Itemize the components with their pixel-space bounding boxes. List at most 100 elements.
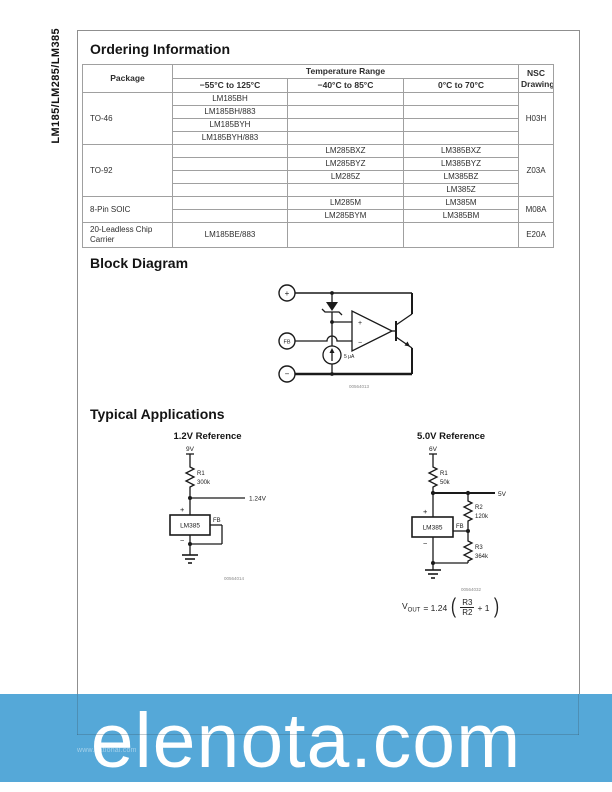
left-paren: ( bbox=[451, 595, 457, 619]
part-cell bbox=[402, 131, 520, 145]
section-title-typical-applications: Typical Applications bbox=[90, 406, 225, 422]
footer-website-text: www.national.com bbox=[77, 747, 137, 754]
part-cell: LM385M bbox=[402, 196, 520, 210]
opamp-plus-input-label: + bbox=[358, 320, 362, 327]
part-cell bbox=[402, 222, 520, 248]
part-cell: LM385BXZ bbox=[402, 144, 520, 158]
resistor-r1-label: R1 bbox=[440, 471, 448, 477]
terminal-fb-label: FB bbox=[283, 340, 290, 346]
resistor-r2-value: 120k bbox=[475, 514, 489, 520]
part-cell bbox=[287, 131, 404, 145]
page-frame-line bbox=[578, 694, 579, 735]
part-cell: LM185BH bbox=[172, 92, 288, 106]
formula-eq: = 1.24 bbox=[423, 602, 448, 613]
figure-code: 00564013 bbox=[349, 384, 370, 389]
minus-terminal-label: − bbox=[180, 536, 185, 545]
part-cell: LM385BYZ bbox=[402, 157, 520, 171]
resistor-r1-value: 50k bbox=[440, 480, 451, 486]
col-header-temperature-range: Temperature Range bbox=[171, 64, 520, 79]
part-cell: LM385Z bbox=[402, 183, 520, 197]
resistor-r1-label: R1 bbox=[197, 471, 205, 477]
output-voltage-label: 5V bbox=[498, 491, 507, 498]
part-cell: LM385BZ bbox=[402, 170, 520, 184]
watermark-text: elenota.com bbox=[90, 698, 522, 784]
figure-code: 00564014 bbox=[224, 576, 245, 581]
resistor-r3-value: 364k bbox=[475, 554, 489, 560]
part-cell bbox=[287, 105, 404, 119]
nsc-cell: E20A bbox=[518, 222, 555, 248]
part-cell: LM185BYH bbox=[172, 118, 288, 132]
terminal-plus-label: + bbox=[285, 289, 290, 298]
supply-voltage-label: 6V bbox=[429, 446, 438, 453]
plus-terminal-label: + bbox=[180, 505, 185, 514]
part-cell bbox=[402, 105, 520, 119]
part-cell bbox=[287, 92, 404, 106]
block-diagram-schematic: + FB − + − 5 μA 00564013 bbox=[278, 284, 413, 389]
output-voltage-label: 1.24V bbox=[249, 496, 267, 503]
part-cell bbox=[402, 118, 520, 132]
reference-1v2-schematic: 9V R1 300k 1.24V + LM385 FB − 00564014 bbox=[169, 446, 267, 581]
reference-5v0-schematic: 6V R1 50k 5V R2 120k + LM385 FB − R3 364… bbox=[411, 446, 507, 592]
ordering-table: Package Temperature Range NSC Drawing −5… bbox=[82, 64, 555, 248]
part-cell bbox=[287, 222, 404, 248]
part-cell bbox=[287, 183, 404, 197]
part-cell: LM185BE/883 bbox=[172, 222, 288, 248]
part-cell: LM285M bbox=[287, 196, 404, 210]
nsc-cell: M08A bbox=[518, 196, 555, 223]
package-cell-soic: 8-Pin SOIC bbox=[82, 196, 173, 223]
app1-title: 1.2V Reference bbox=[173, 431, 242, 442]
chip-label: LM385 bbox=[180, 523, 200, 530]
col-header-nsc-drawing: NSC Drawing bbox=[518, 64, 555, 93]
part-cell bbox=[172, 196, 288, 210]
section-title-ordering-information: Ordering Information bbox=[90, 41, 230, 57]
part-cell: LM285Z bbox=[287, 170, 404, 184]
supply-voltage-label: 9V bbox=[186, 446, 195, 453]
right-paren: ) bbox=[493, 595, 499, 619]
part-cell: LM185BYH/883 bbox=[172, 131, 288, 145]
part-cell bbox=[172, 157, 288, 171]
fb-pin-label: FB bbox=[213, 518, 221, 524]
plus-terminal-label: + bbox=[423, 507, 428, 516]
part-cell: LM285BXZ bbox=[287, 144, 404, 158]
part-cell: LM285BYM bbox=[287, 209, 404, 223]
resistor-r3-label: R3 bbox=[475, 545, 483, 551]
part-cell: LM185BH/883 bbox=[172, 105, 288, 119]
formula-fraction: R3 R2 bbox=[460, 598, 475, 618]
part-cell bbox=[172, 183, 288, 197]
col-header-package: Package bbox=[82, 64, 173, 93]
package-cell-to46: TO-46 bbox=[82, 92, 173, 145]
resistor-r2-label: R2 bbox=[475, 505, 483, 511]
nsc-cell: H03H bbox=[518, 92, 555, 145]
current-source-value: 5 μA bbox=[344, 354, 355, 360]
temp-col-header: 0°C to 70°C bbox=[402, 78, 520, 93]
part-cell bbox=[402, 92, 520, 106]
watermark-banner: elenota.com bbox=[0, 694, 612, 784]
part-cell bbox=[287, 118, 404, 132]
nsc-header-line1: NSC bbox=[527, 68, 545, 79]
page-frame-line bbox=[77, 694, 78, 735]
part-cell bbox=[172, 170, 288, 184]
part-cell: LM285BYZ bbox=[287, 157, 404, 171]
formula-post: + 1 bbox=[477, 602, 490, 613]
nsc-cell: Z03A bbox=[518, 144, 555, 197]
app2-title: 5.0V Reference bbox=[416, 431, 486, 442]
formula-lhs: VOUT bbox=[402, 601, 421, 615]
resistor-r1-value: 300k bbox=[197, 480, 211, 486]
temp-col-header: −55°C to 125°C bbox=[172, 78, 288, 93]
package-cell-lcc: 20-Leadless Chip Carrier bbox=[82, 222, 173, 248]
part-cell bbox=[172, 209, 288, 223]
package-cell-to92: TO-92 bbox=[82, 144, 173, 197]
minus-terminal-label: − bbox=[423, 539, 428, 548]
vout-formula: VOUT = 1.24 ( R3 R2 + 1 ) bbox=[402, 595, 500, 619]
part-cell: LM385BM bbox=[402, 209, 520, 223]
figure-code: 00564032 bbox=[461, 587, 482, 592]
temp-col-header: −40°C to 85°C bbox=[287, 78, 404, 93]
part-cell bbox=[172, 144, 288, 158]
terminal-minus-label: − bbox=[285, 370, 290, 379]
opamp-minus-input-label: − bbox=[358, 340, 362, 347]
part-number-side-title: LM185/LM285/LM385 bbox=[50, 28, 62, 144]
section-title-block-diagram: Block Diagram bbox=[90, 255, 189, 271]
fb-pin-label: FB bbox=[456, 524, 464, 530]
page-frame-line bbox=[77, 734, 579, 735]
nsc-header-line2: Drawing bbox=[521, 78, 554, 89]
